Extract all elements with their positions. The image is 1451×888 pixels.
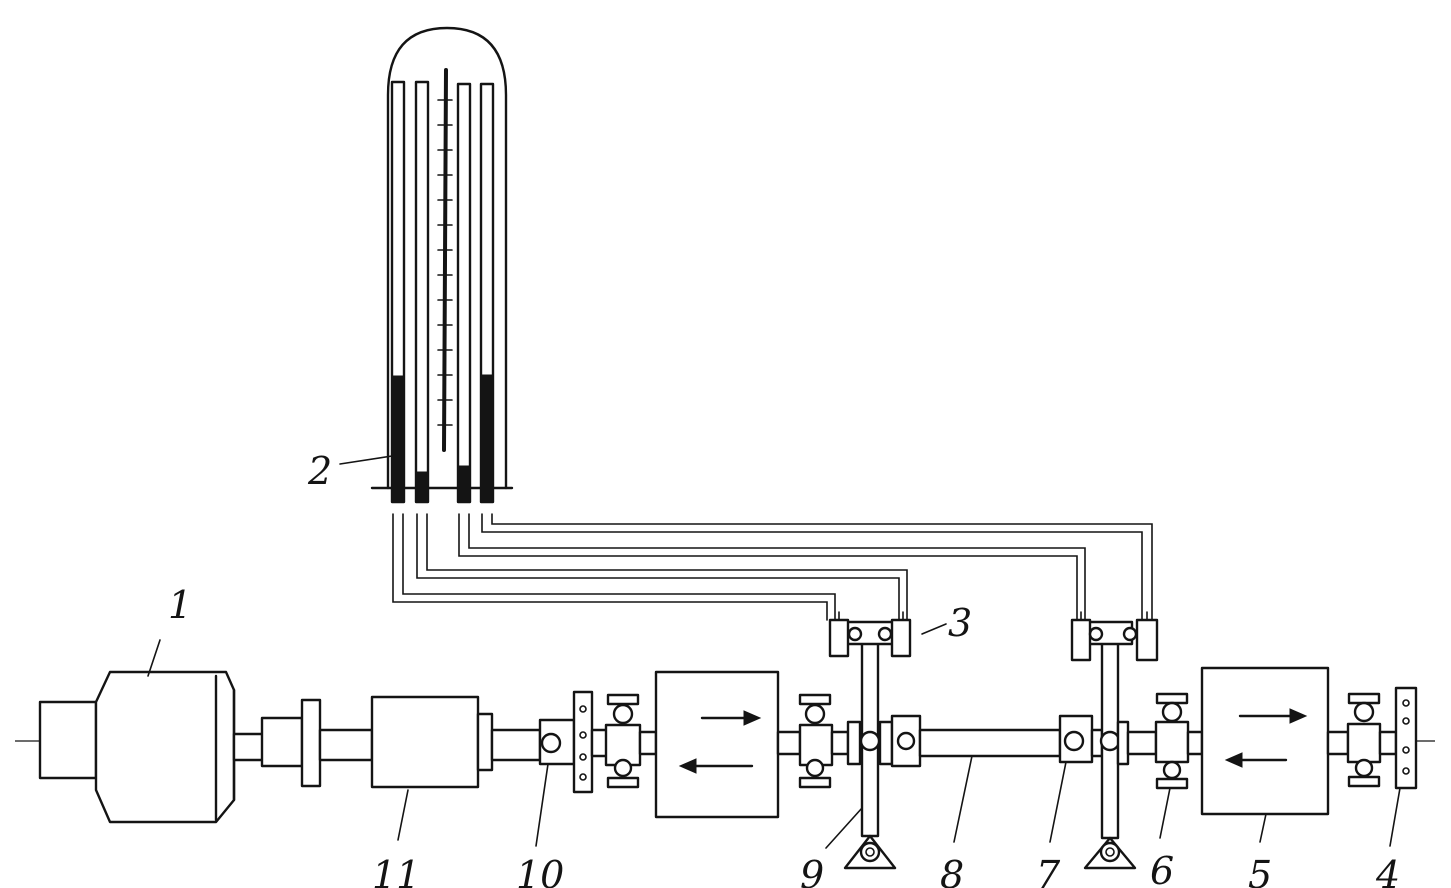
bearing-assembly-10 [538,690,610,794]
reducer-unit [370,695,542,789]
end-bearing-and-flange-4 [1326,686,1418,790]
strain-sensor-pair-right [1070,611,1159,662]
shaft-coupling-center [878,714,922,768]
label-5: 5 [1248,853,1272,888]
label-2: 2 [307,449,332,493]
label-1: 1 [168,583,192,627]
scale-ticks [437,99,453,426]
electric-motor [38,670,268,824]
manometer-board-2 [370,26,514,504]
load-lever-9 [842,620,900,870]
leader-lines [147,455,1401,849]
label-6: 6 [1150,849,1174,888]
bearing-6 [1126,692,1204,790]
label-9: 9 [800,853,824,888]
shaft-coupling-7 [1058,714,1104,764]
strain-sensor-pair-left [828,611,912,658]
test-bearing-left-b [776,693,862,789]
label-8: 8 [940,853,964,888]
pressure-line-1 [392,513,836,621]
test-box-right [1200,666,1330,816]
input-coupling [260,698,374,788]
label-7: 7 [1036,853,1061,888]
label-3: 3 [948,601,972,645]
label-4: 4 [1375,853,1400,888]
label-10: 10 [516,853,564,888]
test-box-left [654,670,780,819]
label-11: 11 [372,853,420,888]
pressure-line-3 [458,513,1086,621]
torsion-shaft-8 [918,728,1062,758]
test-bearing-left-a [604,693,658,789]
pressure-line-2 [416,513,908,621]
pressure-line-4 [481,513,1153,621]
